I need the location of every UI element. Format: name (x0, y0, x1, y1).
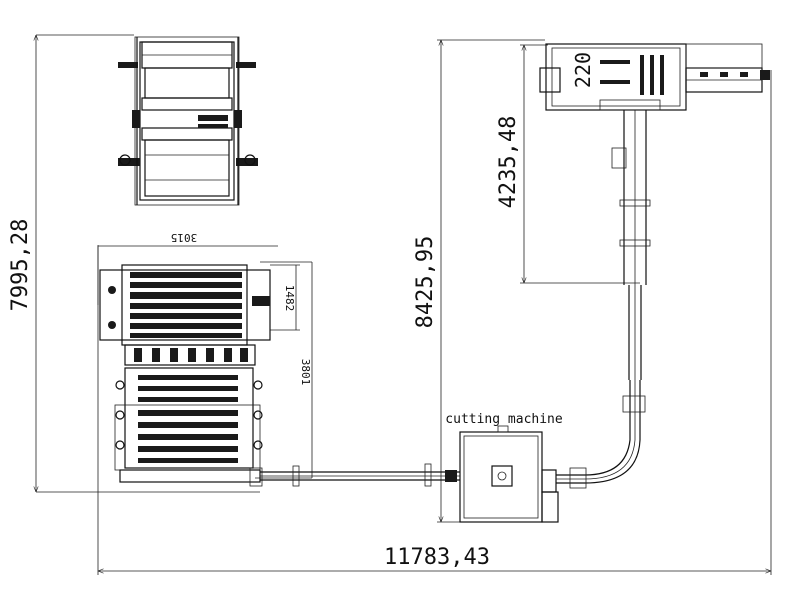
top-left-machine (118, 36, 258, 206)
unit-length-label: 3801 (299, 359, 312, 386)
dimension-overall-height: 7995,28 (8, 34, 260, 493)
dimension-right-height: 8425,95 (413, 39, 545, 523)
lower-roller-stack (138, 375, 238, 463)
small-top-label: 220 (571, 52, 595, 88)
right-height-label: 8425,95 (413, 236, 438, 329)
top-right-machine: 220 (539, 43, 770, 111)
cutting-machine: cutting machine (445, 412, 563, 523)
dimension-overall-width: 11783,43 (97, 70, 772, 575)
right-conveyor (556, 110, 651, 489)
top-right-height-label: 4235,48 (496, 116, 521, 209)
cutting-machine-label: cutting machine (445, 412, 563, 427)
unit-depth-label: 1482 (283, 285, 296, 312)
bottom-conveyor (260, 463, 460, 487)
overall-width-label: 11783,43 (384, 545, 490, 570)
left-production-line: 3015 1482 3801 (97, 231, 313, 487)
dimension-top-right-height: 4235,48 (496, 44, 640, 284)
unit-width-label: 3015 (171, 231, 198, 244)
upper-roller-stack (130, 272, 242, 338)
post-row (134, 348, 248, 362)
overall-height-label: 7995,28 (8, 219, 33, 312)
